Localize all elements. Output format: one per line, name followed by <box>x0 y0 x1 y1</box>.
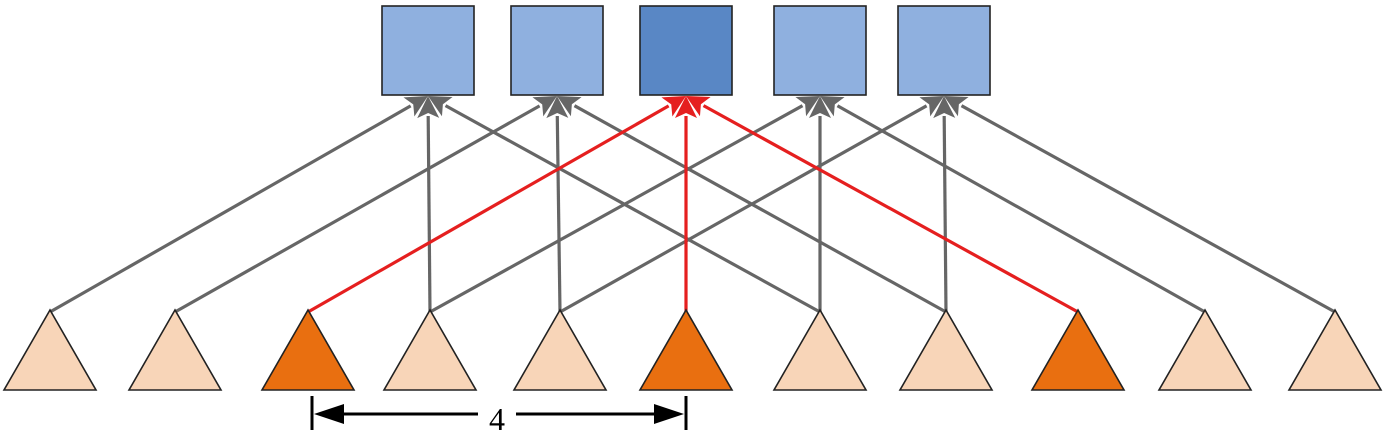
arrowhead-icon <box>795 96 820 117</box>
edge <box>555 115 562 313</box>
input-node-highlighted <box>638 308 734 391</box>
input-node <box>382 308 478 391</box>
edge <box>960 104 1336 314</box>
arrowhead-icon <box>675 96 697 118</box>
dimension-label: 4 <box>489 401 505 435</box>
arrowhead-icon <box>532 96 557 117</box>
input-node-highlighted <box>1030 308 1126 391</box>
arrowhead-icon <box>933 96 956 119</box>
dimension-left-arrow-icon <box>314 404 344 424</box>
edge <box>174 104 541 314</box>
input-node <box>127 308 223 391</box>
edge <box>49 104 412 314</box>
arrowhead-icon <box>944 96 969 117</box>
connection-edges <box>49 96 1336 314</box>
edge <box>444 104 821 314</box>
output-nodes <box>381 5 991 96</box>
edge <box>573 104 947 314</box>
output-node-highlighted <box>639 5 733 96</box>
input-node <box>1157 308 1253 391</box>
arrowhead-icon <box>417 96 440 119</box>
highlighted-edge <box>307 104 670 314</box>
input-node <box>1287 308 1383 391</box>
dimension-annotation: 4 <box>310 396 688 435</box>
edge <box>836 104 1206 314</box>
input-node <box>512 308 608 391</box>
arrowhead-icon <box>546 96 569 119</box>
arrowhead-icon <box>809 96 831 118</box>
output-node <box>897 5 991 96</box>
edge <box>942 115 948 313</box>
input-node <box>2 308 98 391</box>
dimension-right-arrow-icon <box>654 404 684 424</box>
output-node <box>773 5 867 96</box>
highlighted-edge <box>702 104 1079 314</box>
arrowhead-icon <box>820 96 845 117</box>
input-node <box>772 308 868 391</box>
arrowhead-icon <box>557 96 582 117</box>
output-node <box>510 5 604 96</box>
edge <box>429 104 804 314</box>
arrowhead-icon <box>919 96 944 117</box>
arrowhead-icon <box>403 96 428 117</box>
arrowhead-icon <box>661 96 686 117</box>
output-node <box>381 5 475 96</box>
input-node-highlighted <box>260 308 356 391</box>
input-nodes <box>2 308 1383 391</box>
input-node <box>898 308 994 391</box>
arrowhead-icon <box>686 96 711 117</box>
edge <box>559 104 928 314</box>
edge <box>426 115 432 313</box>
arrowhead-icon <box>428 96 453 117</box>
